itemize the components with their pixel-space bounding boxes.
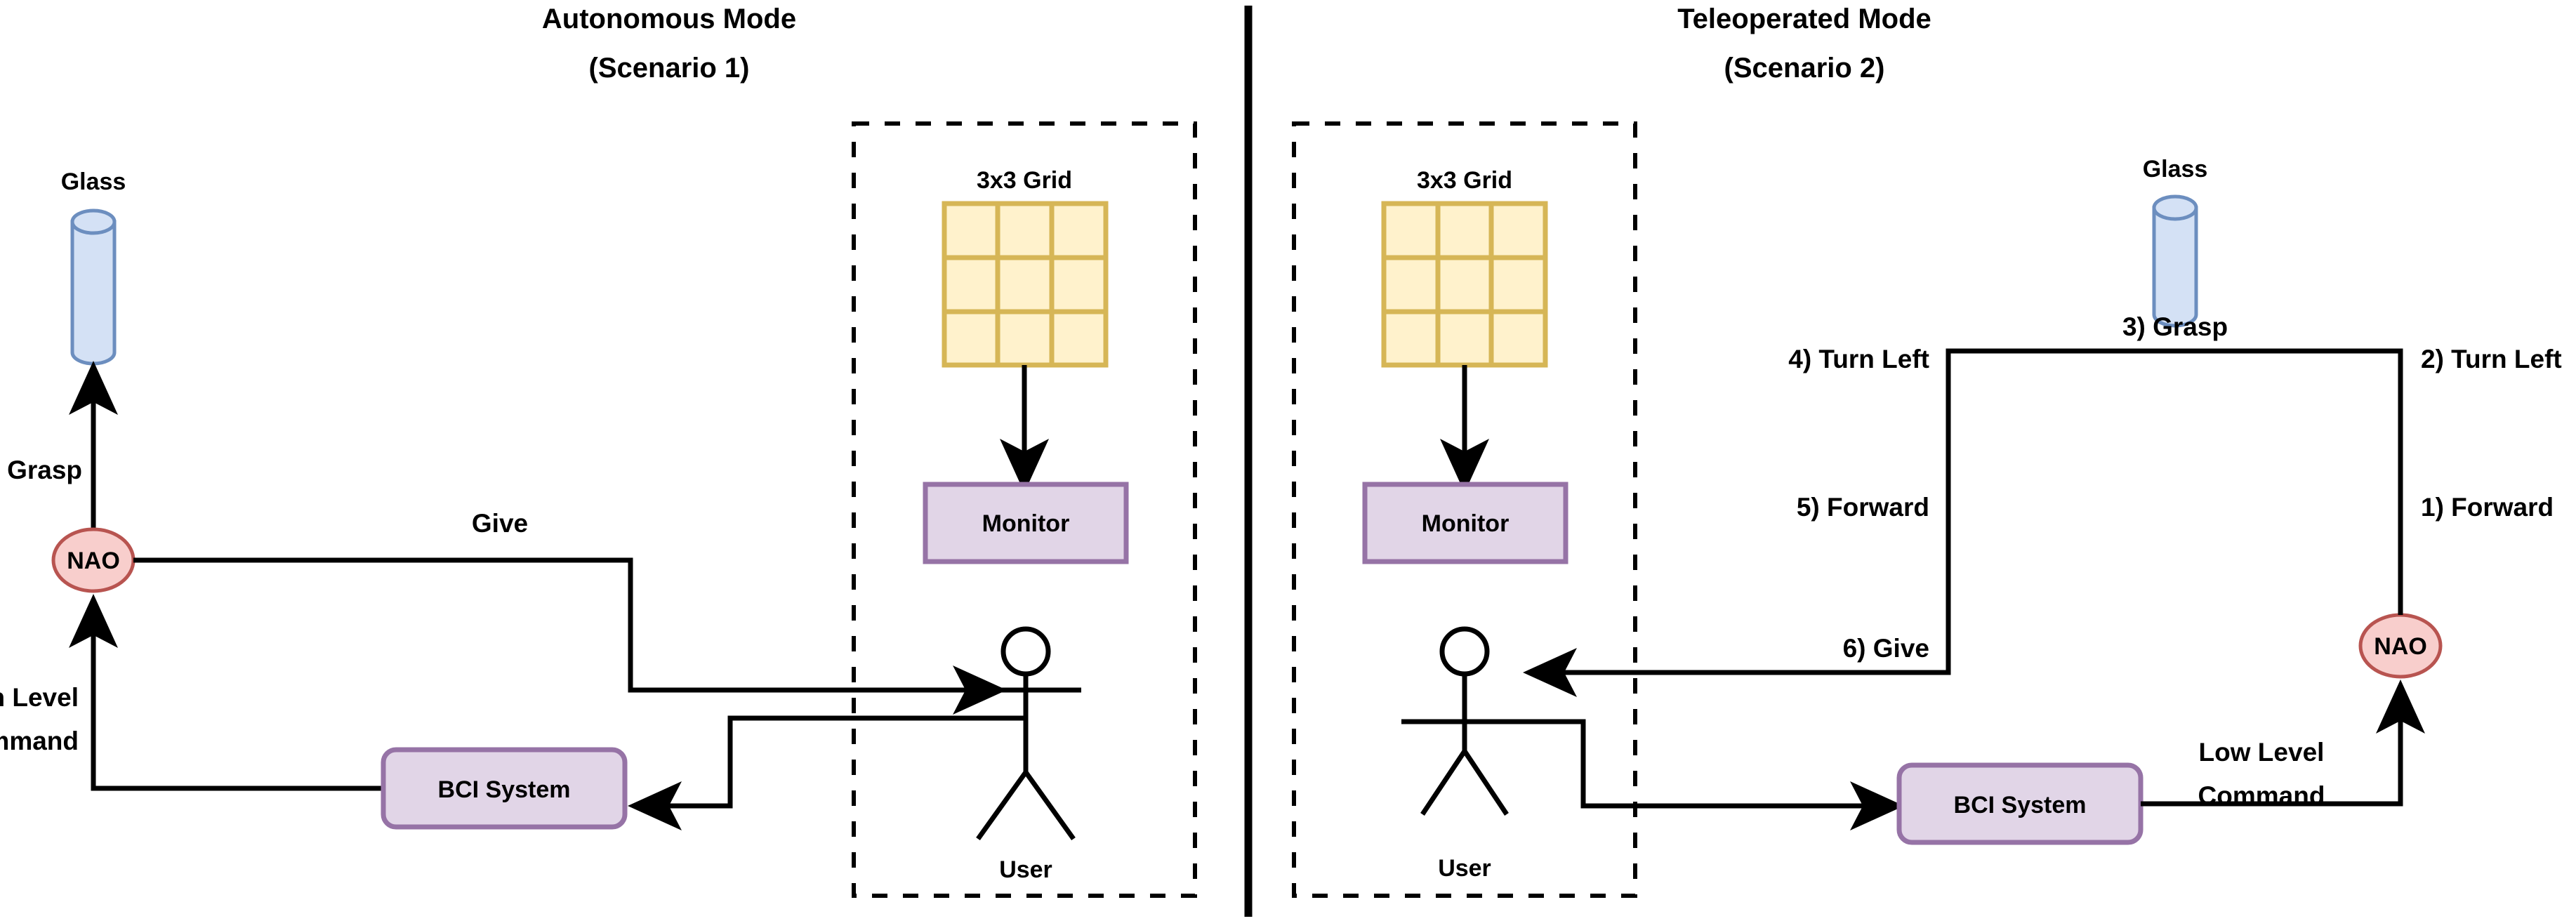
scenario1-monitor-box[interactable] bbox=[923, 482, 1129, 564]
edge-low-level-command bbox=[2141, 680, 2425, 807]
glass-icon bbox=[70, 208, 117, 366]
scenario1-bci-label: BCI System bbox=[438, 776, 571, 803]
scenario1-title-line1: Autonomous Mode bbox=[542, 4, 796, 34]
scenario2-nao-label: NAO bbox=[2374, 633, 2427, 660]
scenario2-step-3-label: 3) Grasp bbox=[2122, 312, 2228, 341]
scenario2-monitor-box[interactable] bbox=[1362, 482, 1568, 564]
scenario2-step-4-label: 4) Turn Left bbox=[1788, 345, 1929, 373]
edge-give bbox=[133, 557, 1007, 715]
scenario2-grid[interactable] bbox=[1381, 201, 1548, 368]
scenario2-step-1-label: 1) Forward bbox=[2421, 493, 2554, 522]
scenario2-grid-label: 3x3 Grid bbox=[1417, 167, 1512, 194]
scenario2-step-5-label: 5) Forward bbox=[1797, 493, 1929, 522]
edge-user-to-bci bbox=[628, 715, 1024, 830]
scenario1-high-level-line1: High Level bbox=[0, 683, 79, 712]
edge-user-to-bci-s2 bbox=[1517, 719, 1904, 830]
scenario2-monitor-label: Monitor bbox=[1422, 510, 1510, 537]
scenario1-user-label: User bbox=[999, 856, 1052, 883]
scenario2-title-line2: (Scenario 2) bbox=[1724, 53, 1885, 84]
edge-teleop-path bbox=[1523, 348, 2403, 697]
scenario1-high-level-line2: Command bbox=[0, 727, 79, 755]
scenario2-glass-label: Glass bbox=[2143, 156, 2208, 183]
scenario1-grid[interactable] bbox=[942, 201, 1109, 368]
scenario1-give-label: Give bbox=[472, 509, 528, 538]
scenario1-title-line2: (Scenario 1) bbox=[589, 53, 750, 84]
edge-high-level-command bbox=[69, 594, 383, 791]
scenario1-bci-system-box[interactable] bbox=[381, 747, 628, 830]
scenario2-step-2-label: 2) Turn Left bbox=[2421, 345, 2562, 373]
scenario1-glass-label: Glass bbox=[61, 168, 126, 195]
scenario1-grid-label: 3x3 Grid bbox=[977, 167, 1072, 194]
scenario1-nao-label: NAO bbox=[67, 548, 120, 574]
scenario2-low-level-line2: Command bbox=[2198, 781, 2325, 810]
scenario1-grasp-label: Grasp bbox=[7, 456, 82, 484]
scenario2-glass-icon bbox=[2152, 194, 2198, 328]
scenario2-step-6-label: 6) Give bbox=[1843, 634, 1929, 663]
scenario2-bci-label: BCI System bbox=[1954, 792, 2087, 819]
scenario1-monitor-label: Monitor bbox=[982, 510, 1070, 537]
scenario2-user-label: User bbox=[1438, 855, 1491, 882]
scenario2-low-level-line1: Low Level bbox=[2199, 738, 2325, 767]
scenario2-user-figure[interactable] bbox=[1401, 626, 1517, 816]
scenario1-user-figure[interactable] bbox=[949, 626, 1081, 841]
scenario2-title-line1: Teleoperated Mode bbox=[1677, 4, 1931, 34]
